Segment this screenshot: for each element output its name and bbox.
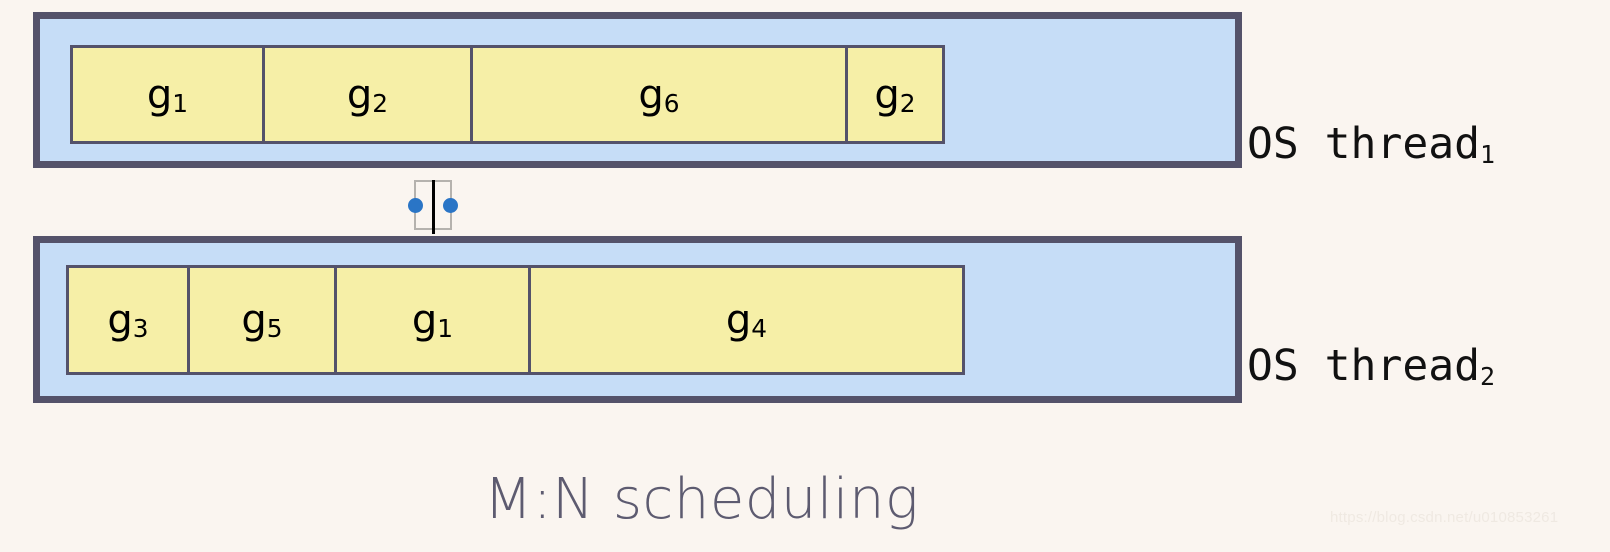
- handle-dot-left-icon[interactable]: [408, 197, 423, 213]
- goroutine-box[interactable]: g6: [470, 45, 848, 144]
- goroutine-label: g2: [874, 71, 916, 118]
- goroutine-label: g5: [241, 297, 283, 344]
- diagram-caption: M:N scheduling: [484, 467, 920, 532]
- os-thread-1-goroutine-strip: g1 g2 g6 g2: [70, 45, 948, 144]
- os-thread-2-goroutine-strip: g3 g5 g1 g4: [66, 265, 968, 375]
- goroutine-box[interactable]: g1: [70, 45, 265, 144]
- goroutine-label: g2: [346, 71, 389, 118]
- goroutine-box[interactable]: g1: [334, 265, 531, 375]
- goroutine-box[interactable]: g2: [262, 45, 473, 144]
- os-thread-2-label: OS thread2: [1247, 341, 1496, 392]
- watermark: https://blog.csdn.net/u010853261: [1330, 509, 1559, 526]
- goroutine-label: g4: [725, 297, 768, 344]
- goroutine-label: g6: [638, 71, 680, 118]
- thread-link-line: [431, 180, 435, 234]
- goroutine-label: g1: [411, 297, 454, 344]
- goroutine-box[interactable]: g3: [66, 265, 190, 375]
- goroutine-label: g3: [107, 297, 149, 344]
- os-thread-1-label: OS thread1: [1247, 119, 1496, 170]
- goroutine-box[interactable]: g4: [528, 265, 965, 375]
- thread-link-handle[interactable]: [408, 180, 458, 234]
- goroutine-label: g1: [146, 71, 189, 118]
- goroutine-box[interactable]: g2: [845, 45, 945, 144]
- goroutine-box[interactable]: g5: [187, 265, 337, 375]
- handle-dot-right-icon[interactable]: [443, 197, 458, 213]
